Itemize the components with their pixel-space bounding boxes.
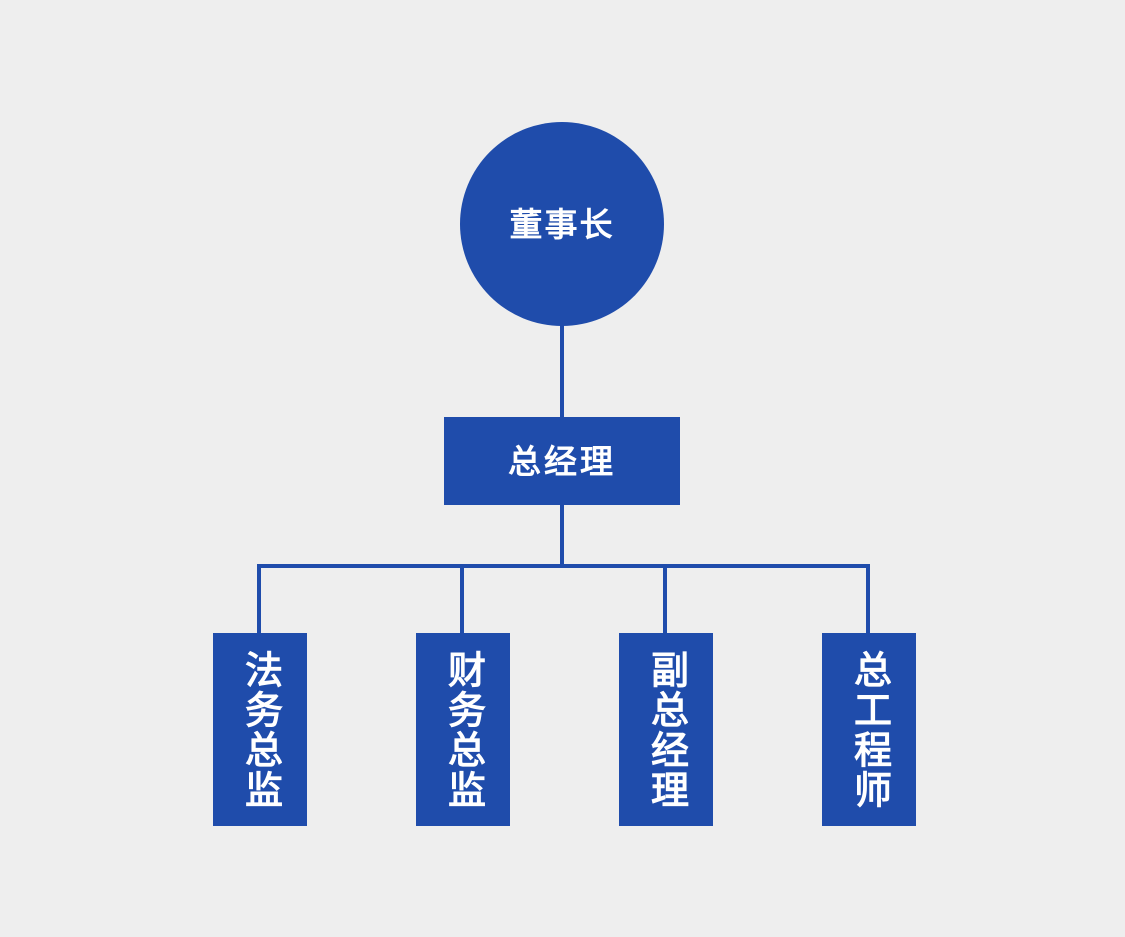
node-finance-director[interactable]: 财务总监	[416, 633, 510, 826]
connector-drop-finance-director	[460, 564, 464, 635]
node-legal-director[interactable]: 法务总监	[213, 633, 307, 826]
node-chairman-label: 董事长	[509, 204, 615, 244]
connector-drop-chief-engineer	[866, 564, 870, 635]
node-chief-engineer-label: 总工程师	[847, 649, 892, 810]
node-chief-engineer[interactable]: 总工程师	[822, 633, 916, 826]
node-deputy-general-manager-label: 副总经理	[644, 649, 689, 810]
connector-drop-deputy-general-manager	[663, 564, 667, 635]
node-legal-director-label: 法务总监	[238, 649, 283, 810]
connector-drop-legal-director	[257, 564, 261, 635]
node-deputy-general-manager[interactable]: 副总经理	[619, 633, 713, 826]
node-general-manager-label: 总经理	[508, 441, 616, 481]
node-general-manager[interactable]: 总经理	[444, 417, 680, 505]
node-finance-director-label: 财务总监	[441, 649, 486, 810]
connector-chairman-to-gm	[560, 322, 564, 420]
connector-gm-stem	[560, 503, 564, 567]
connector-horizontal-bus	[257, 564, 870, 568]
node-chairman[interactable]: 董事长	[460, 122, 664, 326]
